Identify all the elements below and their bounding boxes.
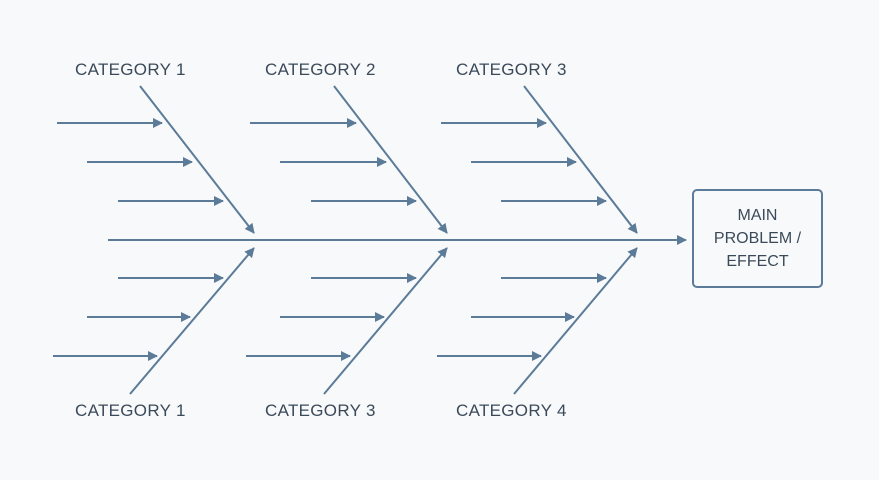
top-bone-1 bbox=[139, 85, 255, 234]
top-bone-3 bbox=[523, 85, 638, 234]
top-category-label-3: CATEGORY 3 bbox=[456, 60, 567, 79]
top-category-label-1: CATEGORY 1 bbox=[75, 60, 186, 79]
bottom-bone-1 bbox=[129, 247, 255, 395]
main-problem-box: MAIN PROBLEM / EFFECT bbox=[692, 189, 823, 288]
bottom-category-label-2: CATEGORY 3 bbox=[265, 401, 376, 420]
bottom-category-label-1: CATEGORY 1 bbox=[75, 401, 186, 420]
bottom-category-label-3: CATEGORY 4 bbox=[456, 401, 567, 420]
bottom-bone-2 bbox=[323, 247, 448, 395]
bottom-bone-3 bbox=[513, 247, 638, 395]
main-problem-text: MAIN PROBLEM / EFFECT bbox=[713, 207, 802, 270]
top-bone-2 bbox=[333, 85, 448, 234]
top-category-label-2: CATEGORY 2 bbox=[265, 60, 376, 79]
